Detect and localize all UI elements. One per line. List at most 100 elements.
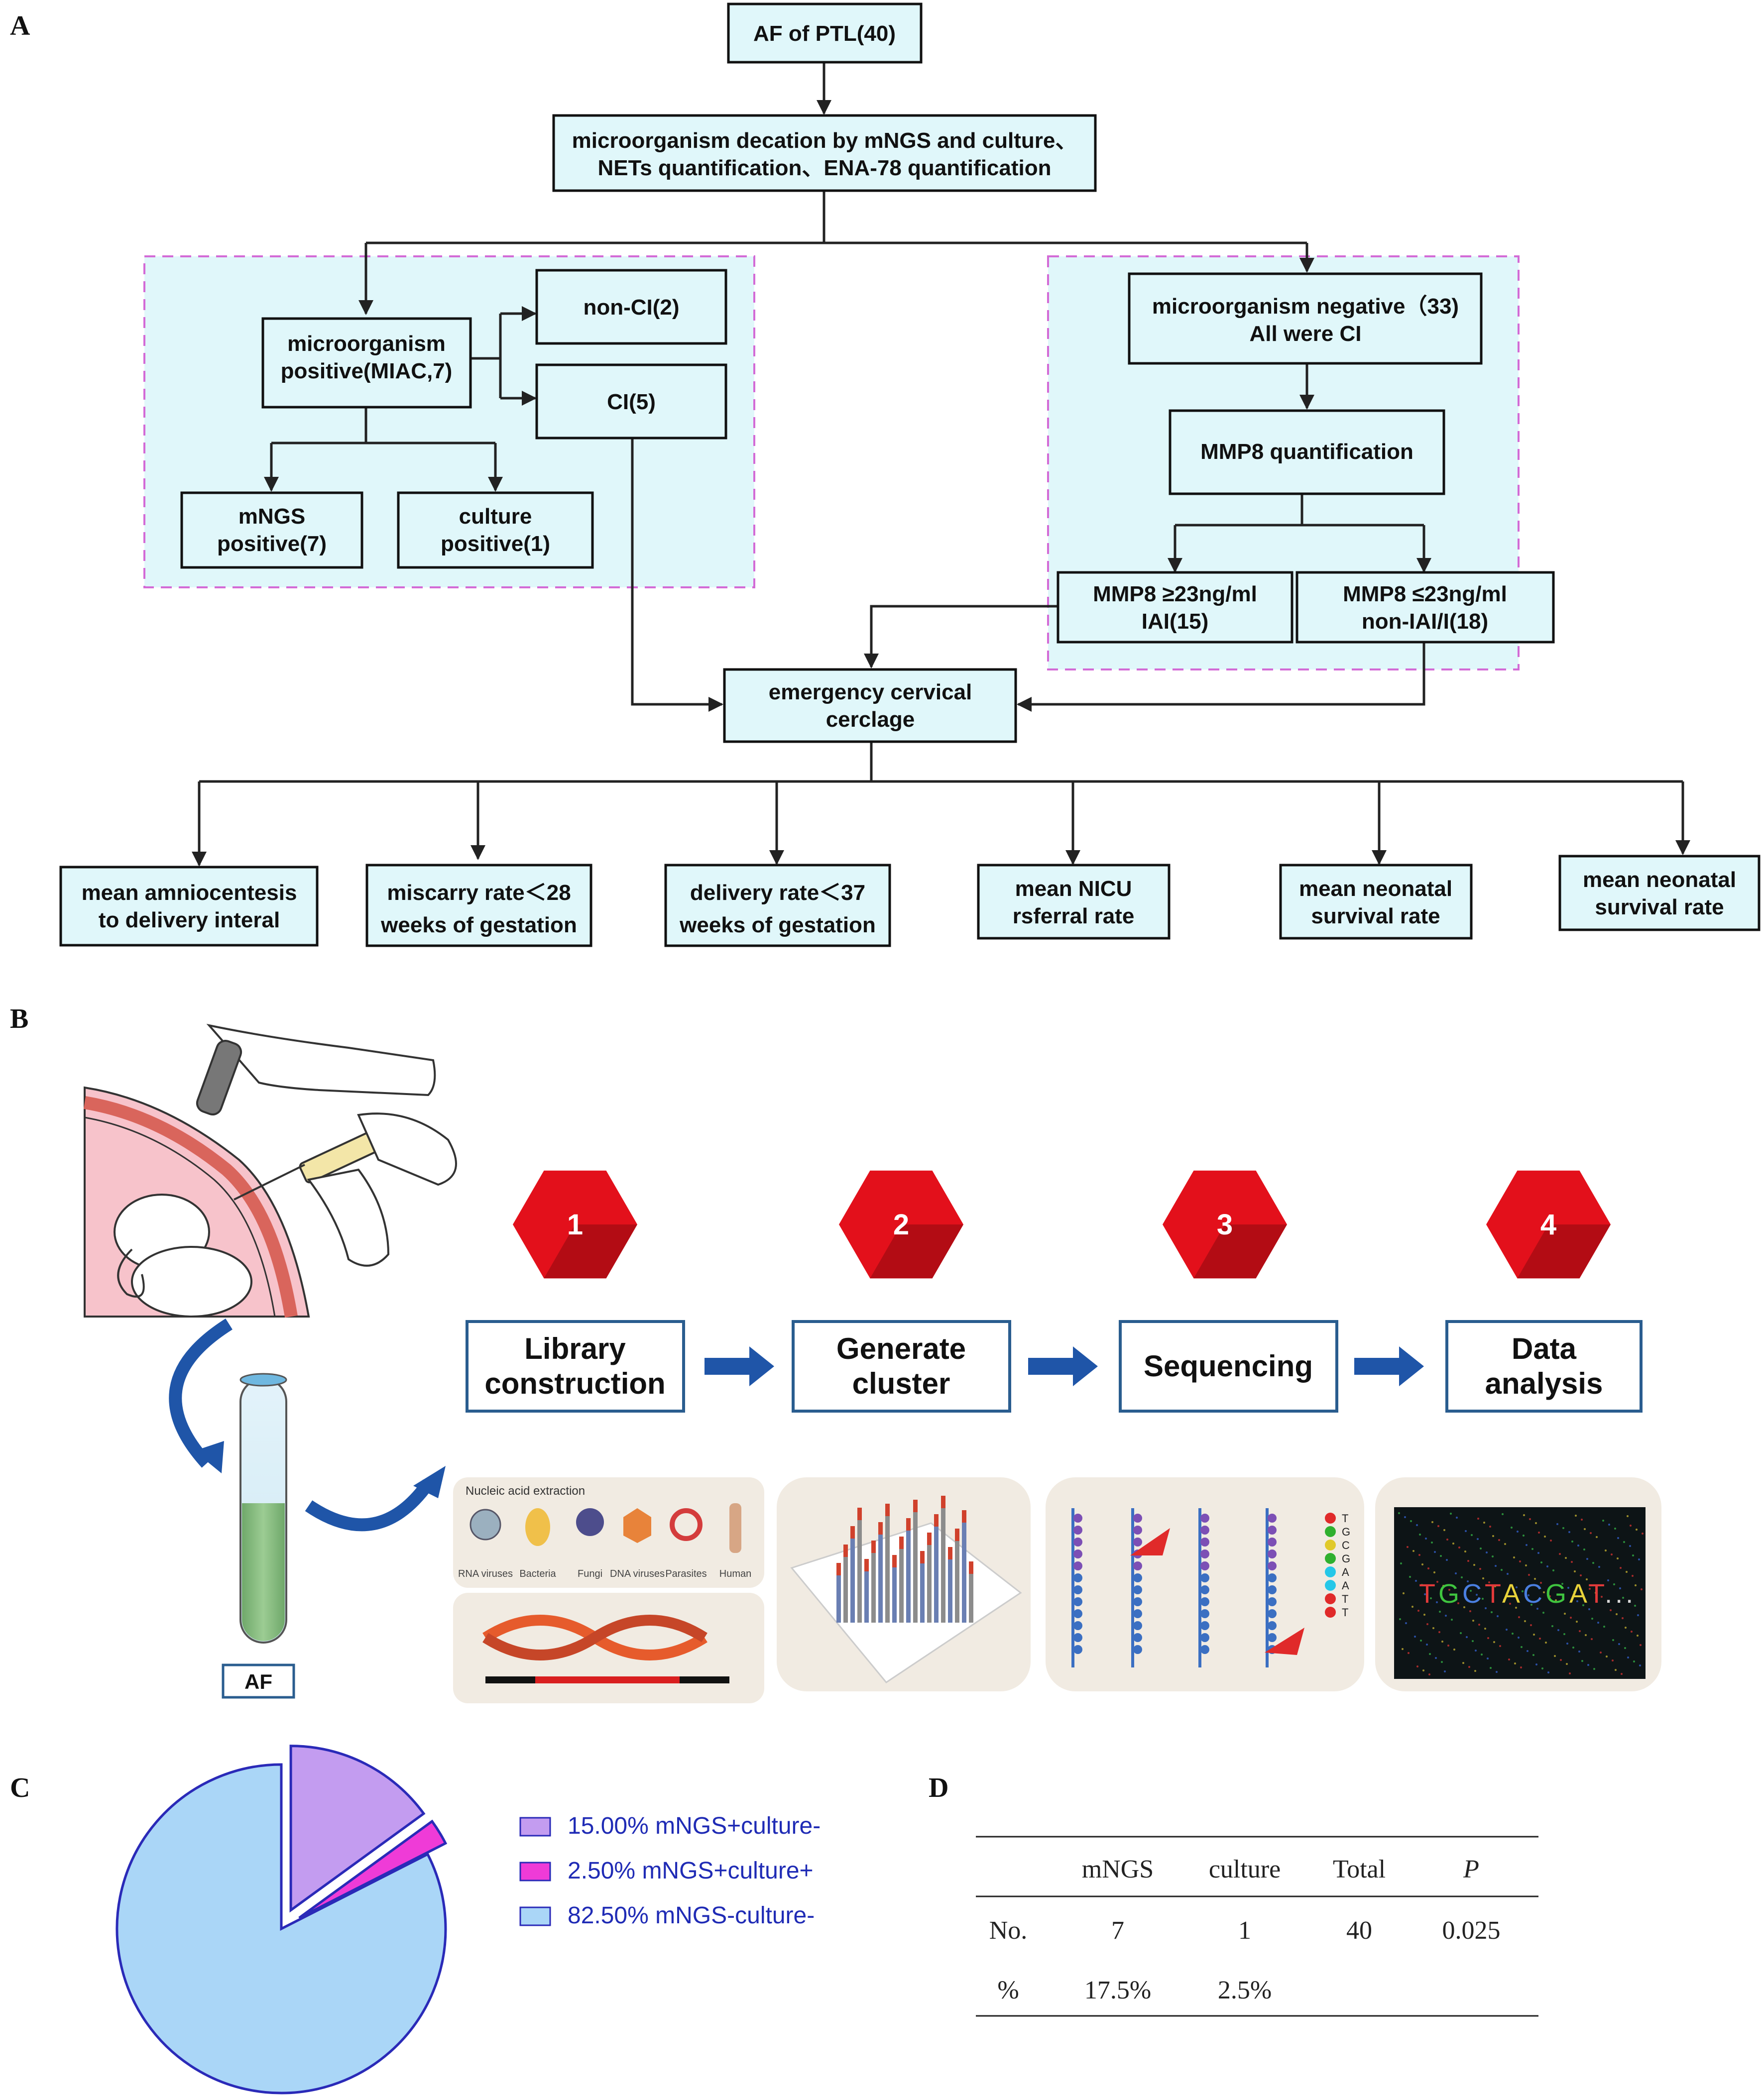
cluster-strand bbox=[962, 1510, 966, 1623]
signal-dot bbox=[1422, 1669, 1424, 1671]
culture-line1: culture bbox=[459, 504, 532, 529]
signal-dot bbox=[1492, 1535, 1494, 1537]
signal-dot bbox=[1444, 1670, 1446, 1672]
method-line1: microorganism decation by mNGS and cultu… bbox=[572, 128, 1077, 153]
cluster-strand-tip bbox=[885, 1504, 890, 1516]
signal-dot bbox=[1402, 1648, 1404, 1650]
signal-dot bbox=[1405, 1622, 1407, 1624]
nucleotide bbox=[1073, 1609, 1082, 1618]
signal-dot bbox=[1621, 1673, 1623, 1675]
base-call-letter: T bbox=[1342, 1593, 1348, 1605]
outcome-5-line1: mean neonatal bbox=[1299, 877, 1452, 901]
outcome-5-line2: survival rate bbox=[1311, 904, 1440, 928]
mmp8-high-box: MMP8 ≥23ng/ml IAI(15) bbox=[1057, 571, 1294, 644]
positive-line1: microorganism bbox=[287, 332, 446, 356]
signal-dot bbox=[1610, 1609, 1612, 1611]
outcome-box-1: mean amniocentesis to delivery interal bbox=[59, 866, 319, 947]
signal-dot bbox=[1552, 1569, 1554, 1571]
extraction-item-label: DNA viruses bbox=[610, 1568, 665, 1579]
signal-dot bbox=[1448, 1589, 1450, 1591]
nucleotide bbox=[1200, 1597, 1209, 1606]
top-box: AF of PTL(40) bbox=[727, 2, 923, 64]
cluster-strand bbox=[934, 1514, 939, 1623]
signal-dot bbox=[1468, 1666, 1470, 1668]
step-arrows bbox=[705, 1346, 1424, 1386]
outcome-4-line2: rsferral rate bbox=[1013, 904, 1135, 928]
nucleotide bbox=[1133, 1561, 1142, 1570]
legend-swatch-3 bbox=[519, 1906, 551, 1926]
signal-dot bbox=[1569, 1672, 1571, 1674]
cluster-strand-tip bbox=[843, 1545, 848, 1557]
signal-dot bbox=[1440, 1555, 1442, 1557]
signal-dot bbox=[1550, 1540, 1552, 1542]
cluster-strand bbox=[892, 1555, 897, 1623]
mmp8-quant-label: MMP8 quantification bbox=[1200, 440, 1413, 464]
signal-dot bbox=[1426, 1623, 1428, 1625]
signal-dot bbox=[1626, 1571, 1628, 1573]
step-data-analysis: Data analysis bbox=[1445, 1320, 1643, 1413]
signal-dot bbox=[1436, 1601, 1438, 1603]
signal-dot bbox=[1607, 1579, 1609, 1581]
signal-dot bbox=[1435, 1657, 1437, 1659]
signal-dot bbox=[1425, 1538, 1427, 1540]
signal-dot bbox=[1493, 1641, 1495, 1643]
signal-dot bbox=[1581, 1519, 1583, 1521]
table-header-cell: Total bbox=[1333, 1855, 1386, 1883]
curved-arrow-down bbox=[169, 1319, 233, 1468]
signal-dot bbox=[1487, 1658, 1489, 1659]
signal-dot bbox=[1489, 1526, 1491, 1528]
base-call-dot bbox=[1325, 1607, 1336, 1618]
signal-dot bbox=[1559, 1553, 1561, 1555]
signal-dot bbox=[1464, 1550, 1466, 1552]
signal-dot bbox=[1441, 1641, 1443, 1643]
table-cell: 40 bbox=[1346, 1916, 1372, 1945]
signal-dot bbox=[1485, 1607, 1487, 1609]
mngs-positive-box: mNGS positive(7) bbox=[180, 491, 363, 569]
negative-line2: All were CI bbox=[1250, 322, 1362, 346]
nucleotide bbox=[1268, 1538, 1277, 1547]
signal-dot bbox=[1556, 1523, 1558, 1525]
cluster-strand bbox=[850, 1526, 855, 1623]
cluster-strand-tip bbox=[878, 1522, 883, 1535]
signal-dot bbox=[1613, 1583, 1615, 1585]
signal-dot bbox=[1460, 1632, 1462, 1634]
curved-arrow-up-head bbox=[413, 1466, 446, 1498]
signal-dot bbox=[1506, 1629, 1508, 1631]
base-call-dot bbox=[1325, 1553, 1336, 1564]
signal-dot bbox=[1627, 1515, 1629, 1517]
signal-dot bbox=[1437, 1525, 1439, 1527]
signal-dot bbox=[1576, 1621, 1578, 1623]
outcome-3-line2: weeks of gestation bbox=[679, 913, 876, 937]
signal-dot bbox=[1585, 1634, 1587, 1636]
nucleotide bbox=[1268, 1633, 1277, 1642]
signal-dot bbox=[1586, 1578, 1588, 1580]
table-cell: % bbox=[997, 1976, 1019, 2004]
nucleotide bbox=[1268, 1561, 1277, 1570]
signal-dot bbox=[1582, 1604, 1584, 1606]
signal-dot bbox=[1524, 1620, 1526, 1622]
signal-dot bbox=[1631, 1631, 1633, 1633]
signal-dot bbox=[1467, 1560, 1469, 1562]
signal-dot bbox=[1467, 1580, 1469, 1582]
signal-dot bbox=[1573, 1591, 1575, 1593]
signal-dot bbox=[1412, 1550, 1414, 1552]
nucleotide bbox=[1133, 1538, 1142, 1547]
step-4-number: 4 bbox=[1540, 1209, 1556, 1241]
signal-dot bbox=[1535, 1663, 1537, 1665]
signal-dot bbox=[1423, 1614, 1425, 1616]
table-cell: 0.025 bbox=[1442, 1916, 1501, 1945]
signal-dot bbox=[1420, 1640, 1422, 1642]
signal-dot bbox=[1540, 1582, 1542, 1584]
signal-dot bbox=[1457, 1602, 1459, 1604]
signal-dot bbox=[1546, 1565, 1548, 1567]
signal-dot bbox=[1579, 1630, 1581, 1632]
step-4-hexagon-shade bbox=[1517, 1224, 1611, 1279]
cluster-strand bbox=[969, 1561, 973, 1623]
signal-dot bbox=[1497, 1615, 1499, 1617]
pie-slice-1 bbox=[289, 1745, 426, 1913]
nucleotide bbox=[1133, 1645, 1142, 1654]
nucleotide bbox=[1073, 1585, 1082, 1594]
signal-dot bbox=[1583, 1548, 1585, 1550]
